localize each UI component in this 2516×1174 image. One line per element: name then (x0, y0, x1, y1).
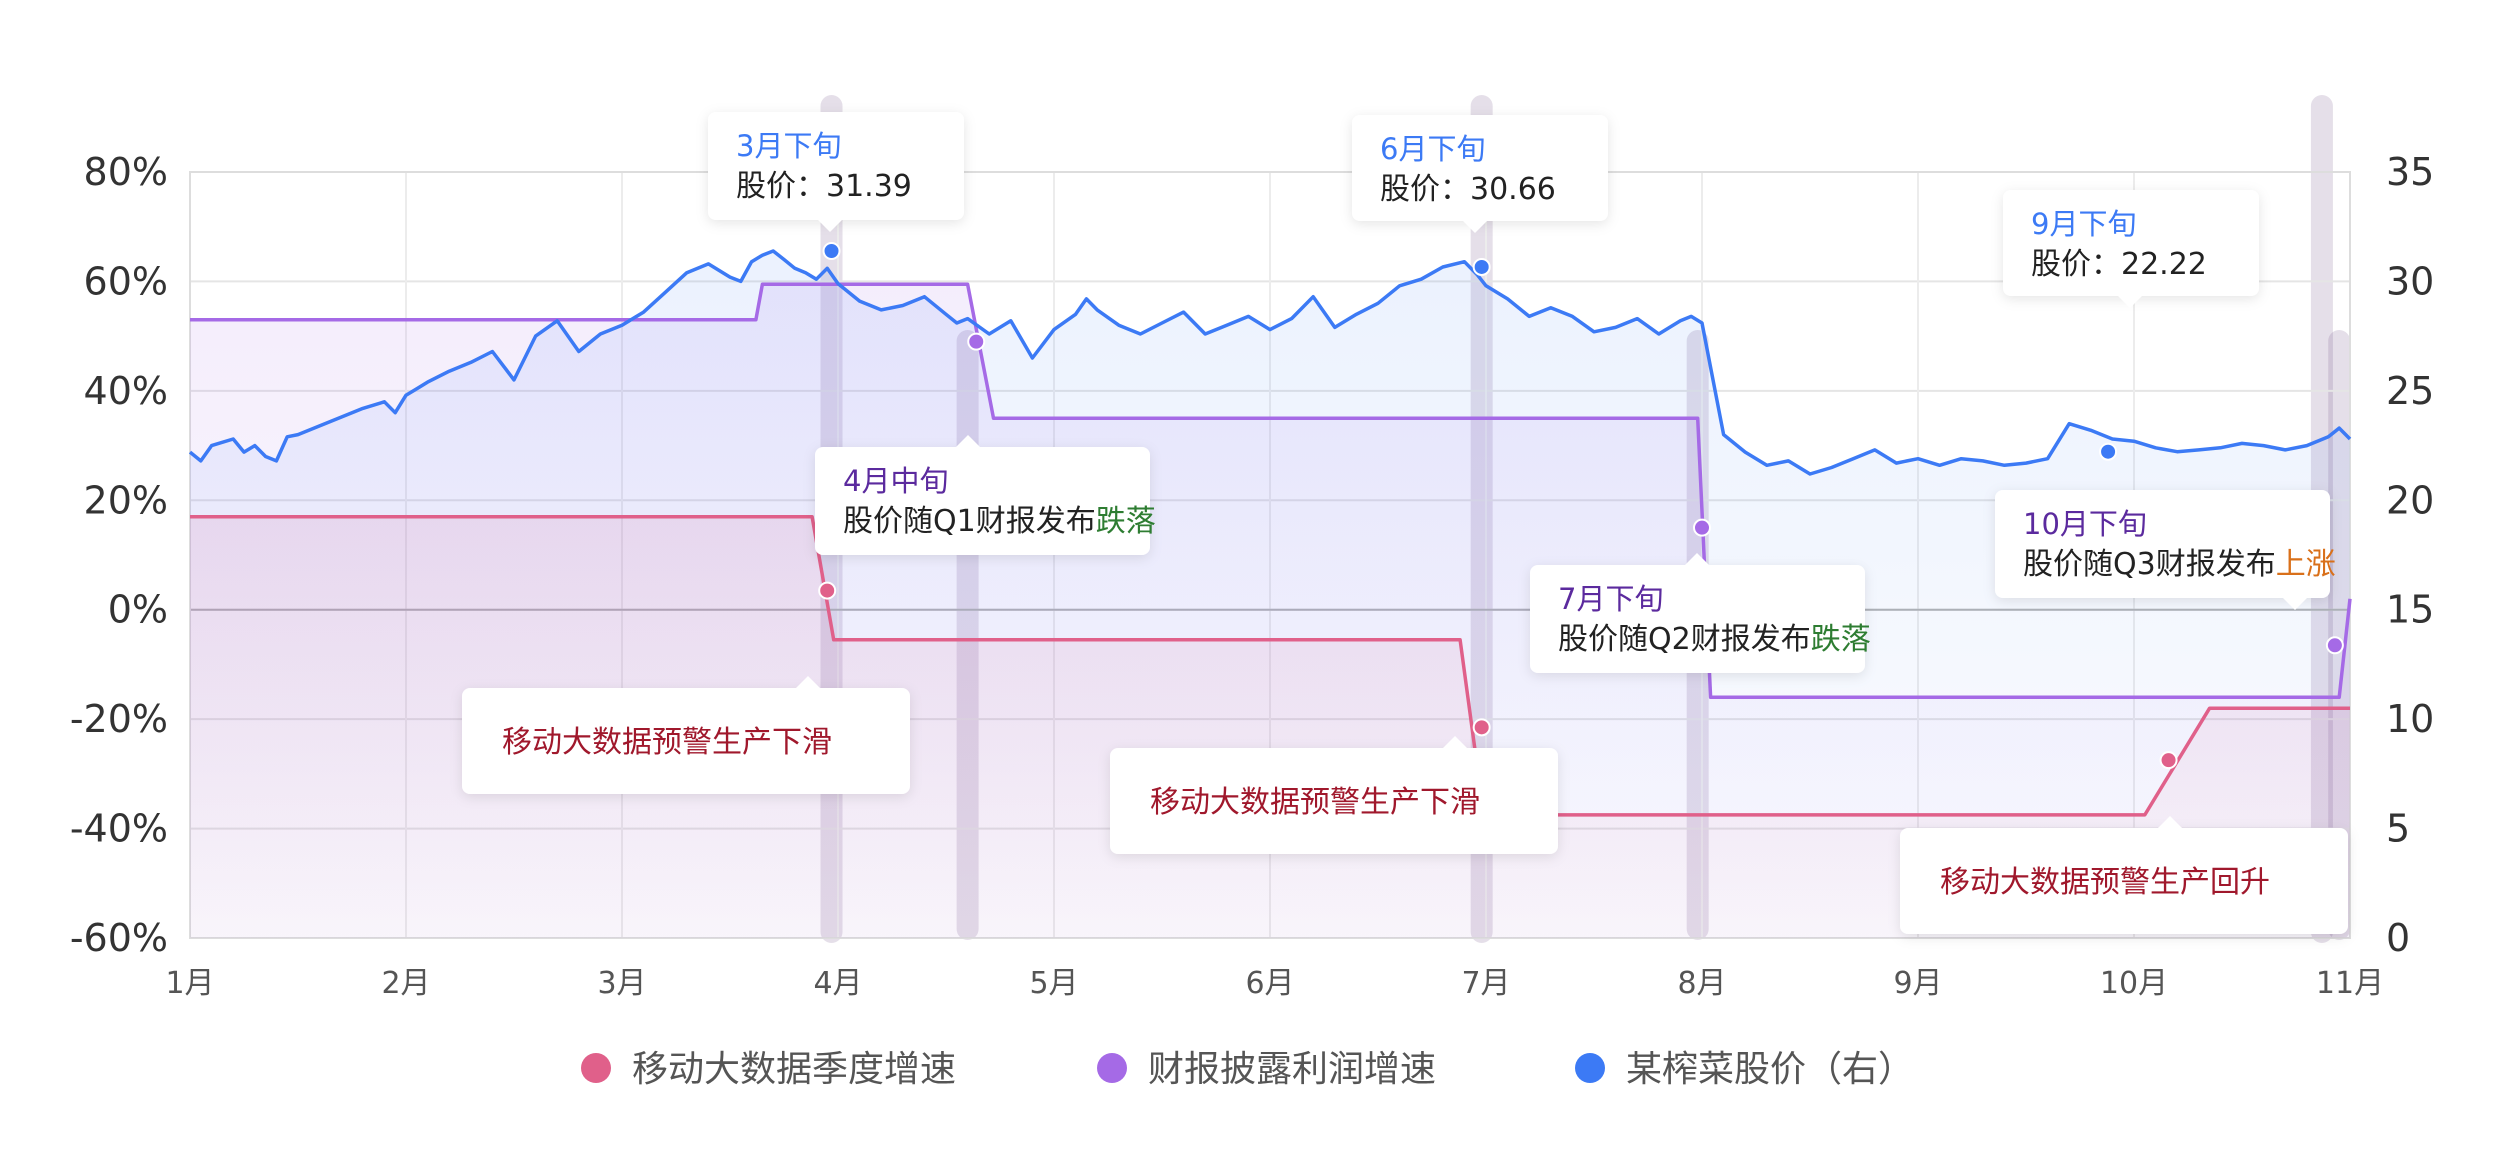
annotation-background (1900, 828, 2348, 934)
x-tick-label: 7月 (1461, 966, 1510, 1001)
legend-label: 移动大数据季度增速 (632, 1049, 956, 1090)
y-left-tick-label: -40% (70, 807, 168, 851)
x-tick-label: 11月 (2316, 966, 2384, 1001)
point-marker (822, 242, 841, 261)
point-marker (2099, 442, 2118, 461)
annotation-background (1110, 748, 1558, 854)
annotation-text: 股价随Q3财报发布上涨 (2023, 547, 2336, 582)
annotation-title: 4月中旬 (843, 464, 948, 498)
y-right-tick-label: 35 (2386, 150, 2434, 194)
y-right-tick-label: 25 (2386, 369, 2434, 413)
x-tick-label: 8月 (1677, 966, 1726, 1001)
annotation-text: 股价随Q2财报发布跌落 (1558, 622, 1871, 657)
legend: 移动大数据季度增速 财报披露利润增速 某榨菜股价（右） (581, 1049, 1914, 1090)
point-marker (2159, 751, 2178, 770)
x-tick-label: 6月 (1245, 966, 1294, 1001)
annotation-title: 10月下旬 (2023, 507, 2147, 541)
x-tick-label: 10月 (2100, 966, 2168, 1001)
x-tick-label: 5月 (1029, 966, 1078, 1001)
x-tick-label: 1月 (165, 966, 214, 1001)
y-left-tick-label: 20% (84, 478, 168, 522)
annotation-pointer (796, 676, 820, 688)
point-marker (967, 332, 986, 351)
series-line (188, 249, 2352, 476)
annotation-pointer (1463, 221, 1487, 233)
annotation-pointer (2283, 598, 2307, 610)
annotation-text: 移动大数据预警生产下滑 (502, 725, 832, 760)
annotation-background (708, 112, 964, 220)
y-right-tick-label: 5 (2386, 807, 2410, 851)
annotation-pointer (2158, 816, 2182, 828)
series-line (190, 282, 2352, 700)
annotation-highlight: 跌落 (1811, 622, 1871, 657)
legend-swatch (581, 1053, 611, 1083)
annotation-text: 移动大数据预警生产下滑 (1150, 785, 1480, 820)
y-left-tick-label: 60% (84, 259, 168, 303)
annotation-pointer (1685, 553, 1709, 565)
point-marker (1693, 518, 1711, 537)
annotation-title: 9月下旬 (2031, 207, 2136, 241)
y-right-tick-label: 0 (2386, 916, 2410, 960)
y-right-tick-label: 15 (2386, 588, 2434, 632)
annotation-box: 移动大数据预警生产下滑 (1110, 736, 1558, 854)
annotation-pointer (2118, 296, 2142, 308)
x-tick-label: 4月 (813, 966, 862, 1001)
annotation-pointer (818, 220, 842, 232)
annotation-background (2003, 190, 2259, 296)
annotation-text: 股价随Q1财报发布跌落 (843, 504, 1156, 539)
annotation-background (1530, 565, 1865, 673)
y-left-tick-label: -60% (70, 916, 168, 960)
annotation-text: 移动大数据预警生产回升 (1940, 865, 2270, 900)
point-marker (1472, 718, 1491, 737)
annotation-pointer (1443, 736, 1467, 748)
legend-label: 财报披露利润增速 (1148, 1049, 1436, 1090)
annotation-title: 7月下旬 (1558, 582, 1663, 616)
annotation-title: 6月下旬 (1380, 132, 1485, 166)
y-left-tick-label: -20% (70, 697, 168, 741)
annotation-highlight: 跌落 (1096, 504, 1156, 539)
annotation-background (462, 688, 910, 794)
annotation-box: 移动大数据预警生产下滑 (462, 676, 910, 794)
legend-label: 某榨菜股价（右） (1626, 1049, 1914, 1090)
annotation-box: 移动大数据预警生产回升 (1900, 816, 2348, 934)
annotation-title: 3月下旬 (736, 129, 841, 163)
annotation-highlight: 上涨 (2276, 547, 2336, 582)
annotation-text: 股价：22.22 (2031, 247, 2207, 282)
x-tick-label: 2月 (381, 966, 430, 1001)
x-tick-label: 9月 (1893, 966, 1942, 1001)
y-left-tick-label: 40% (84, 369, 168, 413)
annotation-background (1995, 490, 2330, 598)
y-left-tick-label: 0% (108, 588, 168, 632)
annotation-background (1352, 115, 1608, 221)
point-marker (2325, 636, 2344, 655)
x-tick-label: 3月 (597, 966, 646, 1001)
annotation-background (815, 447, 1150, 555)
axes: 80% 60% 40% 20% 0% -20% -40% -60% 35 30 25 20 15 10 5 0… (70, 150, 2435, 1001)
legend-swatch (1575, 1053, 1605, 1083)
annotation-text: 股价：31.39 (736, 169, 912, 204)
y-left-tick-label: 80% (84, 150, 168, 194)
legend-swatch (1097, 1053, 1127, 1083)
annotation-pointer (956, 435, 980, 447)
annotation-text: 股价：30.66 (1380, 172, 1556, 207)
point-markers (818, 242, 2344, 770)
y-right-tick-label: 20 (2386, 478, 2434, 522)
point-marker (818, 581, 837, 600)
y-right-tick-label: 10 (2386, 697, 2434, 741)
point-marker (1472, 257, 1491, 276)
y-right-tick-label: 30 (2386, 259, 2434, 303)
